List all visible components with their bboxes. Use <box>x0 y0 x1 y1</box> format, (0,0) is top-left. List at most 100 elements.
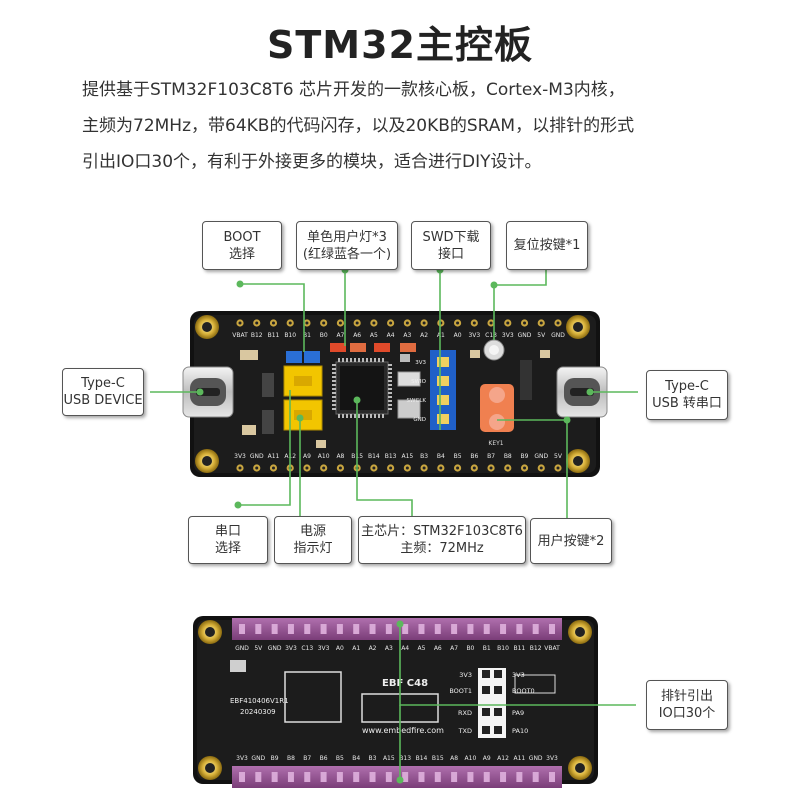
pin-label: A3 <box>385 645 393 652</box>
header-pin <box>255 772 262 782</box>
pin-label: VBAT <box>544 645 560 652</box>
pin-label: B4 <box>352 755 360 762</box>
callout-uart-select: 串口 选择 <box>188 516 268 564</box>
board-url: www.embedfire.com <box>362 726 444 735</box>
pin-label: 3V3 <box>502 332 514 339</box>
header-pin <box>369 624 376 634</box>
callout-typec-right: Type-C USB 转串口 <box>646 370 728 420</box>
pin-label: B6 <box>470 453 478 460</box>
swd-label: SWCLK <box>407 398 427 404</box>
callout-header-line1: 排针引出 <box>660 689 713 704</box>
callout-mcu-line2: 主频：72MHz <box>400 541 484 556</box>
header-pin <box>239 624 245 634</box>
user-key-1 <box>489 387 505 403</box>
pin-label: B3 <box>420 453 428 460</box>
pin-label: GND <box>518 332 532 339</box>
callout-boot-line1: BOOT <box>223 229 261 245</box>
jumper-label: RXD <box>458 709 472 717</box>
pin-label: 3V3 <box>468 332 480 339</box>
pin-label: B1 <box>483 645 491 652</box>
header-pin <box>516 624 523 634</box>
pin-label: VBAT <box>232 332 248 339</box>
header-pin <box>434 772 441 782</box>
intro-line-1: 提供基于STM32F103C8T6 芯片开发的一款核心板，Cortex-M3内核… <box>82 80 625 100</box>
boot-jumper-1 <box>286 351 302 363</box>
jumper-label: PA10 <box>512 727 528 735</box>
pin-label: GND <box>235 645 249 652</box>
header-pin <box>385 624 392 634</box>
pin-label: A8 <box>336 453 344 460</box>
jumper-label: 3V3 <box>512 671 525 679</box>
callout-typec-right-line2: USB 转串口 <box>652 396 722 411</box>
callout-reset-line1: 复位按键*1 <box>513 238 581 253</box>
pin-label: A11 <box>268 453 280 460</box>
callout-swd-line1: SWD下载 <box>422 229 480 245</box>
pin-label: 3V3 <box>236 755 248 762</box>
pin-label: A12 <box>497 755 509 762</box>
callout-power-led: 电源 指示灯 <box>274 516 352 564</box>
header-pin <box>434 624 441 634</box>
swd-label: 3V3 <box>415 360 426 366</box>
header-pin <box>402 624 409 634</box>
pin-label: B1 <box>303 332 311 339</box>
board-model: EBF410406V1R1 <box>230 697 289 705</box>
pin-label: B14 <box>416 755 428 762</box>
header-pin <box>271 624 278 634</box>
callout-reset: 复位按键*1 <box>506 221 588 270</box>
jumper-label: BOOT0 <box>512 687 535 695</box>
callout-header: 排针引出 IO口30个 <box>646 680 728 730</box>
pin-label: GND <box>251 755 265 762</box>
callout-swd: SWD下载 接口 <box>411 221 491 270</box>
mcu-pins <box>332 358 392 418</box>
intro-paragraph: 提供基于STM32F103C8T6 芯片开发的一款核心板，Cortex-M3内核… <box>82 72 732 180</box>
pin-label: B13 <box>399 755 411 762</box>
key-label: KEY1 <box>488 440 503 447</box>
pin-label: A10 <box>465 755 477 762</box>
pin-label: 3V3 <box>546 755 558 762</box>
header-pin <box>304 624 311 634</box>
header-pin <box>516 772 523 782</box>
pin-label: A3 <box>403 332 411 339</box>
jumper-label: PA9 <box>512 709 524 717</box>
pin-label: B13 <box>385 453 397 460</box>
header-pin <box>451 624 458 634</box>
jumper-label: BOOT1 <box>449 687 472 695</box>
callout-mcu: 主芯片：STM32F103C8T6 主频：72MHz <box>358 516 526 564</box>
header-pin <box>402 772 409 782</box>
pin-label: A0 <box>336 645 344 652</box>
header-pin <box>320 772 327 782</box>
pin-label: GND <box>551 332 565 339</box>
intro-line-2: 主频为72MHz，带64KB的代码闪存，以及20KB的SRAM，以排针的形式 <box>82 116 635 136</box>
pin-label: B10 <box>497 645 509 652</box>
board-brand: EBF C48 <box>382 678 428 689</box>
header-pin <box>549 772 555 782</box>
pin-label: A15 <box>383 755 395 762</box>
callout-led-line2: (红绿蓝各一个) <box>302 246 392 262</box>
pin-label: A7 <box>336 332 344 339</box>
pin-label: A1 <box>352 645 360 652</box>
pin-label: GND <box>534 453 548 460</box>
pin-label: B9 <box>271 755 279 762</box>
pin-label: B5 <box>336 755 344 762</box>
callout-user-led: 单色用户灯*3 (红绿蓝各一个) <box>296 221 398 270</box>
pin-label: GND <box>268 645 282 652</box>
pin-label: A5 <box>370 332 378 339</box>
swd-pin <box>437 395 449 405</box>
callout-user-key-line1: 用户按键*2 <box>537 533 605 549</box>
swd-label: SWIO <box>411 379 427 385</box>
pin-label: A5 <box>418 645 426 652</box>
header-pin <box>418 772 425 782</box>
callout-power-line2: 指示灯 <box>293 541 333 556</box>
pin-label: B0 <box>320 332 328 339</box>
callout-typec-right-line1: Type-C <box>665 379 709 394</box>
pin-header-top <box>232 618 562 640</box>
pin-label: A9 <box>303 453 311 460</box>
swd-pin <box>437 376 449 386</box>
header-pin <box>353 624 360 634</box>
crystal <box>397 371 421 387</box>
header-pin <box>385 772 392 782</box>
